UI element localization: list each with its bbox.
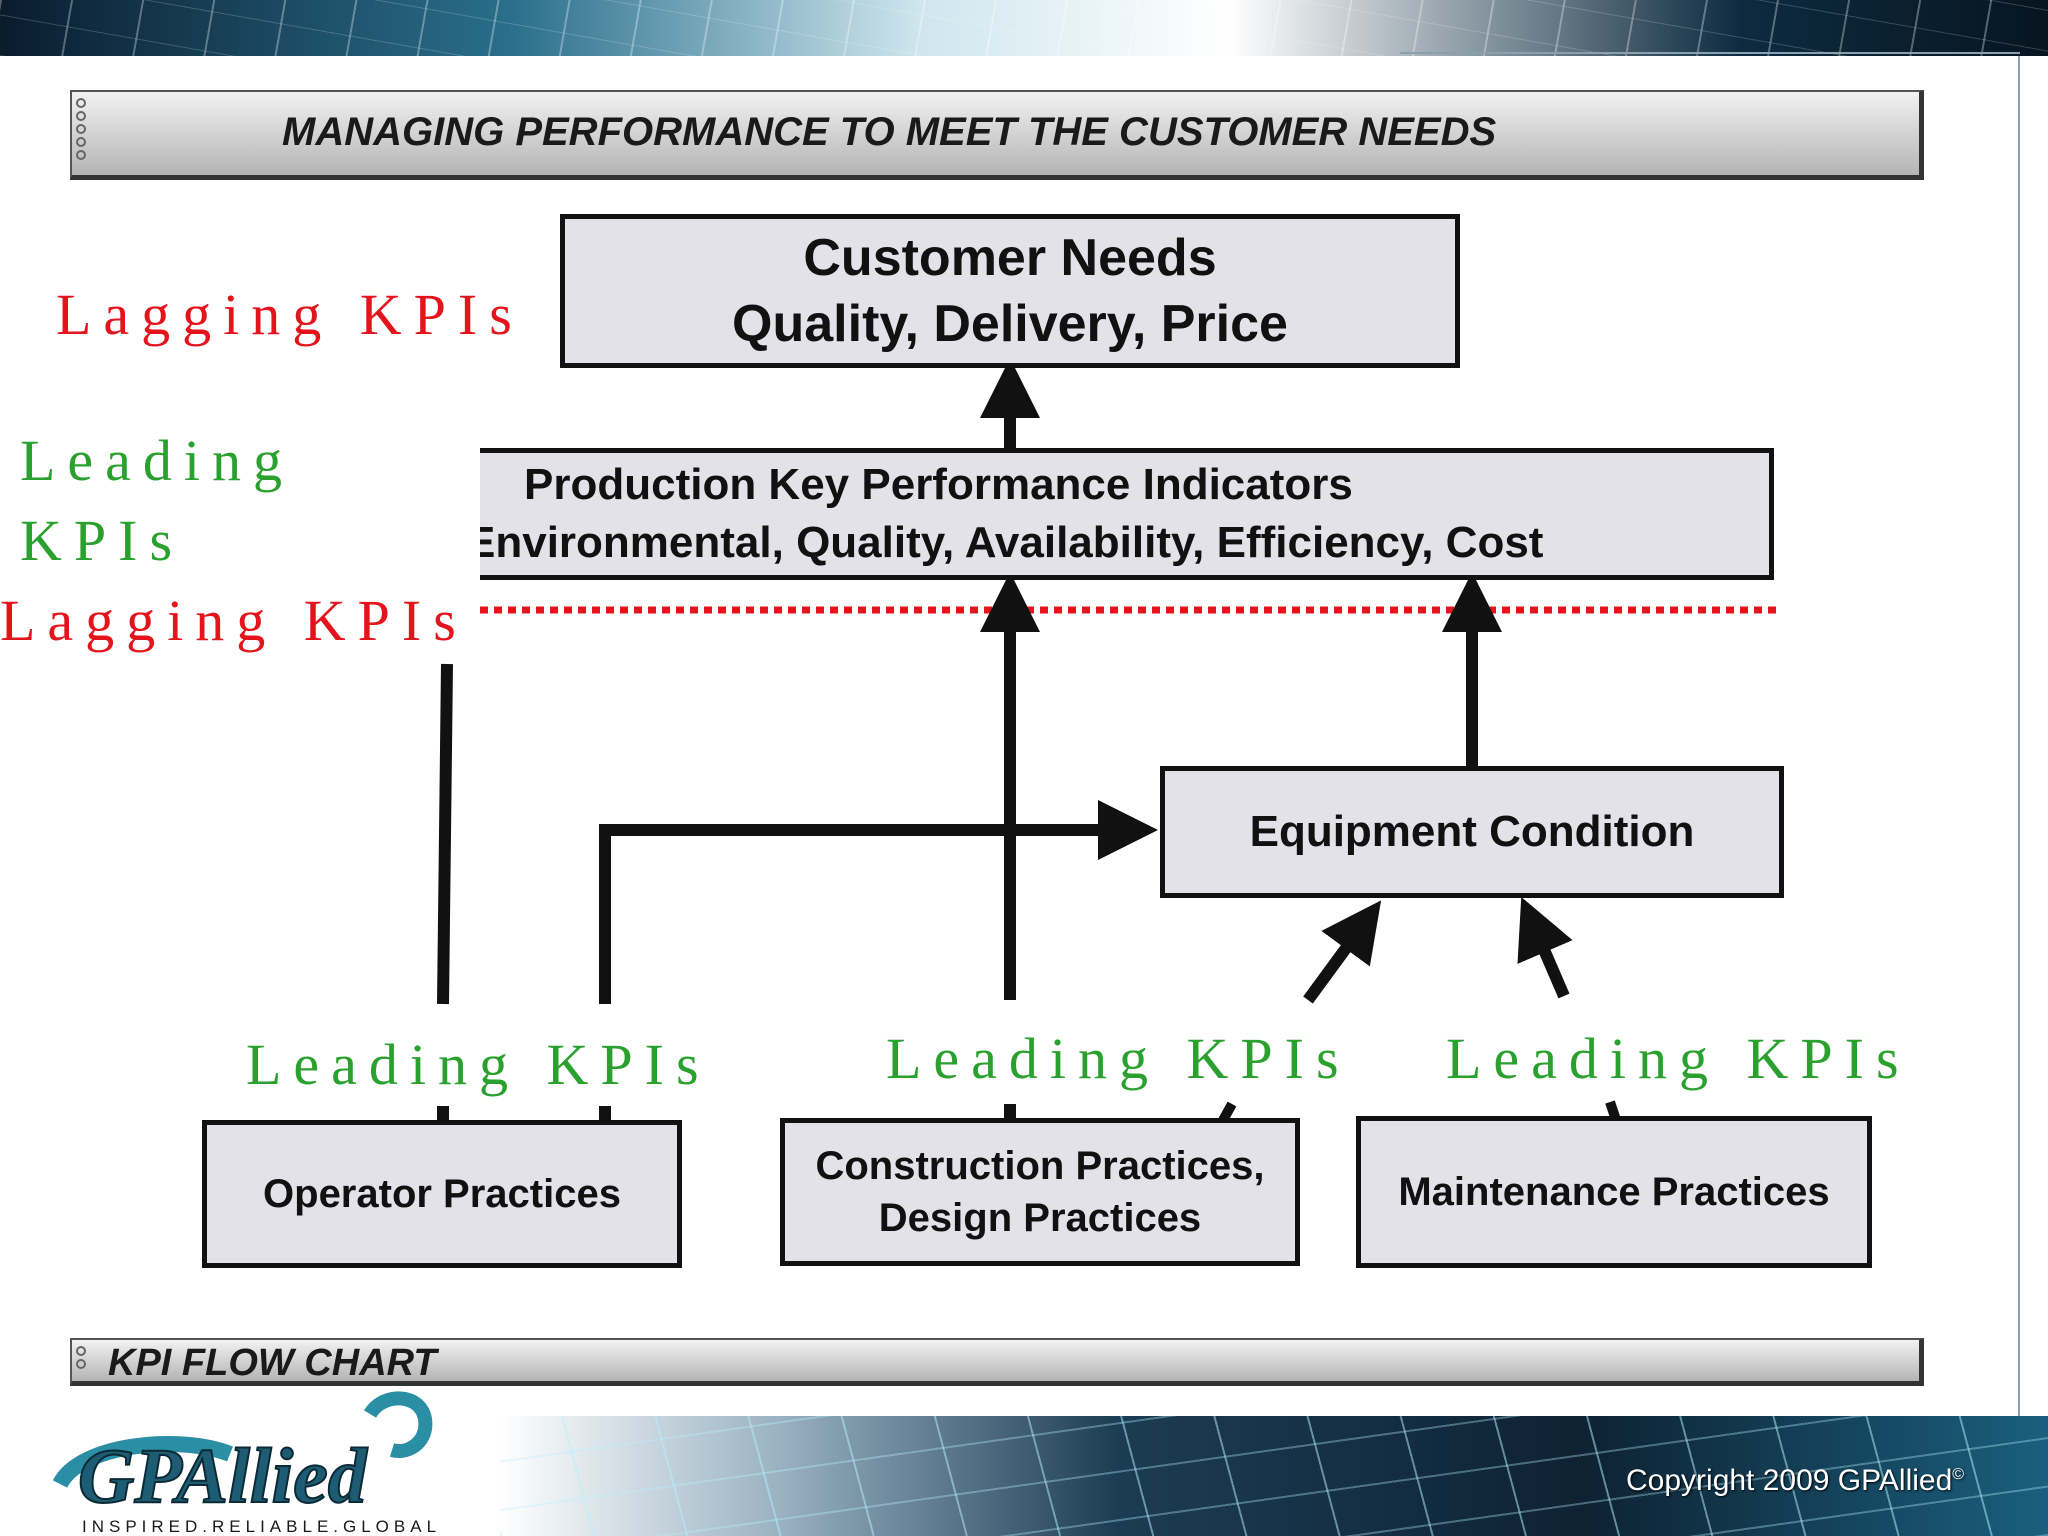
frame-line-top xyxy=(1400,52,2020,54)
spiral-binding-icon xyxy=(76,98,90,160)
construction-practices-label: Construction Practices, xyxy=(815,1144,1265,1188)
equipment-condition-box: Equipment Condition xyxy=(1160,766,1784,898)
operator-practices-box: Operator Practices xyxy=(202,1120,682,1268)
production-kpi-box: Production Key Performance Indicators En… xyxy=(480,448,1774,580)
leading-kpis-label-operator: Leading KPIs xyxy=(246,1032,711,1097)
operator-vertical-line xyxy=(437,663,453,1005)
customer-needs-box: Customer Needs Quality, Delivery, Price xyxy=(560,214,1460,368)
logo-brand-text: GPAllied xyxy=(78,1432,368,1519)
footer-bar: KPI FLOW CHART xyxy=(70,1338,1924,1386)
spiral-binding-icon xyxy=(76,1346,90,1369)
header-bar: MANAGING PERFORMANCE TO MEET THE CUSTOME… xyxy=(70,90,1924,180)
logo-tagline: INSPIRED.RELIABLE.GLOBAL xyxy=(82,1517,441,1536)
leading-kpis-label-left-line2: KPIs xyxy=(20,508,185,573)
arrow-maintenance-to-equipment xyxy=(1517,896,1573,999)
bottom-decorative-band xyxy=(500,1416,2048,1536)
operator-practices-label: Operator Practices xyxy=(263,1171,621,1216)
leading-kpis-label-maintenance: Leading KPIs xyxy=(1446,1026,1911,1091)
leading-kpis-label-left-line1: Leading xyxy=(20,428,295,493)
customer-needs-detail: Quality, Delivery, Price xyxy=(732,295,1288,353)
maintenance-practices-box: Maintenance Practices xyxy=(1356,1116,1872,1268)
design-practices-label: Design Practices xyxy=(878,1196,1202,1240)
customer-needs-title: Customer Needs xyxy=(803,229,1217,287)
copyright-text: Copyright 2009 GPAllied xyxy=(1626,1464,1953,1497)
footer-title: KPI FLOW CHART xyxy=(108,1342,437,1384)
header-title: MANAGING PERFORMANCE TO MEET THE CUSTOME… xyxy=(282,110,1497,154)
frame-line-right xyxy=(2018,56,2020,1416)
lagging-kpis-label-mid: Lagging KPIs xyxy=(0,588,468,653)
copyright-notice: Copyright 2009 GPAllied© xyxy=(1626,1464,1964,1498)
top-decorative-band xyxy=(0,0,2048,56)
arrow-construction-to-equipment xyxy=(1303,900,1382,1004)
leading-kpis-label-construction: Leading KPIs xyxy=(886,1026,1351,1091)
junction-dot xyxy=(1002,822,1018,838)
copyright-mark: © xyxy=(1952,1466,1965,1483)
production-kpi-detail: Environmental, Quality, Availability, Ef… xyxy=(480,518,1544,567)
equipment-condition-label: Equipment Condition xyxy=(1249,807,1695,856)
lagging-kpis-label-top: Lagging KPIs xyxy=(56,282,524,347)
production-kpi-title: Production Key Performance Indicators xyxy=(524,460,1353,509)
gpallied-logo: GPAllied INSPIRED.RELIABLE.GLOBAL xyxy=(52,1391,441,1536)
arrow-operator-to-equipment xyxy=(599,800,1158,1004)
maintenance-practices-label: Maintenance Practices xyxy=(1398,1169,1830,1214)
construction-practices-box: Construction Practices, Design Practices xyxy=(780,1118,1300,1266)
